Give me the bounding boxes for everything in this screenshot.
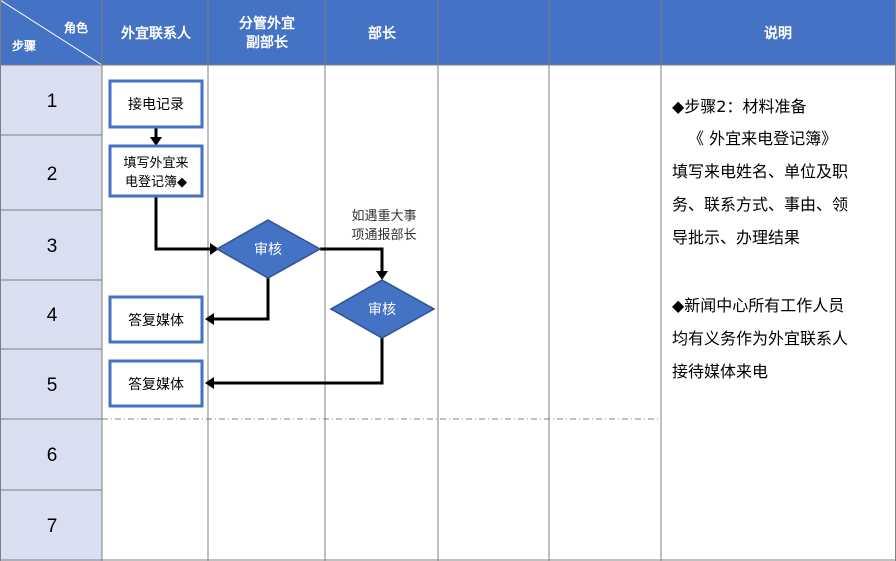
answer-call-box bbox=[108, 79, 204, 129]
header-band bbox=[0, 0, 896, 65]
reply-media-label: 答复媒体 bbox=[128, 312, 184, 329]
connector-arrow bbox=[213, 278, 270, 321]
fill-register-label-line2: 电登记簿◆ bbox=[125, 175, 187, 190]
step-number: 3 bbox=[47, 236, 58, 257]
arrowhead bbox=[376, 271, 388, 280]
report-minister-note-line2: 项通报部长 bbox=[351, 228, 416, 243]
description-panel: ◆步骤2：材料准备 《 外宜来电登记簿》 填写来电姓名、单位及职 务、联系方式、… bbox=[672, 97, 848, 381]
column-header-vice-minister-line2: 副部长 bbox=[246, 34, 289, 51]
reply-media-box bbox=[108, 295, 204, 344]
connectors bbox=[150, 127, 388, 389]
column-header-liaison: 外宜联系人 bbox=[121, 25, 192, 42]
review-decision-vice bbox=[215, 219, 322, 279]
arrowhead bbox=[210, 243, 219, 255]
reply-media-label: 答复媒体 bbox=[128, 376, 184, 393]
description-line: 《 外宜来电登记簿》 bbox=[688, 129, 837, 148]
step-cell bbox=[0, 419, 102, 490]
description-line: ◆新闻中心所有工作人员 bbox=[672, 296, 844, 315]
step-number: 6 bbox=[47, 445, 58, 466]
column-header-vice-minister: 分管外宜 bbox=[239, 15, 295, 32]
review-decision-minister bbox=[329, 279, 436, 339]
step-cell bbox=[0, 135, 102, 210]
corner-step-label: 步骤 bbox=[12, 38, 36, 53]
step-cell bbox=[0, 490, 102, 561]
description-line: 均有义务作为外宜联系人 bbox=[672, 329, 848, 348]
step-number: 2 bbox=[47, 164, 58, 185]
step-number: 5 bbox=[47, 375, 58, 396]
reply-media-box bbox=[108, 359, 204, 408]
corner-role-label: 角色 bbox=[64, 20, 88, 35]
step-number: 7 bbox=[47, 516, 58, 537]
arrowhead bbox=[205, 377, 214, 389]
description-line: 接待媒体来电 bbox=[672, 362, 768, 381]
fill-register-label: 填写外宜来 bbox=[123, 156, 188, 171]
step-cell bbox=[0, 349, 102, 419]
column-header-minister: 部长 bbox=[368, 25, 397, 42]
description-line: 务、联系方式、事由、领 bbox=[672, 195, 848, 214]
report-minister-note: 如遇重大事 bbox=[351, 208, 416, 224]
step-number: 4 bbox=[47, 305, 58, 326]
step-cell bbox=[0, 65, 102, 135]
connector-arrow bbox=[213, 338, 384, 385]
corner-diagonal bbox=[0, 0, 103, 66]
column-header-description: 说明 bbox=[764, 25, 792, 42]
step-cell bbox=[0, 210, 102, 280]
review-decision-vice-label: 审核 bbox=[254, 242, 282, 258]
answer-call-label: 接电记录 bbox=[128, 96, 184, 113]
description-line: 导批示、办理结果 bbox=[672, 228, 800, 247]
arrowhead bbox=[205, 313, 214, 325]
fill-register-box bbox=[108, 144, 204, 198]
step-number: 1 bbox=[47, 91, 58, 112]
step-cell bbox=[0, 280, 102, 349]
connector-arrow bbox=[320, 247, 384, 272]
arrowhead bbox=[150, 137, 162, 146]
description-line: ◆步骤2：材料准备 bbox=[672, 97, 807, 116]
connector-arrow bbox=[154, 196, 211, 251]
review-decision-minister-label: 审核 bbox=[368, 302, 396, 318]
description-line: 填写来电姓名、单位及职 bbox=[672, 162, 848, 181]
